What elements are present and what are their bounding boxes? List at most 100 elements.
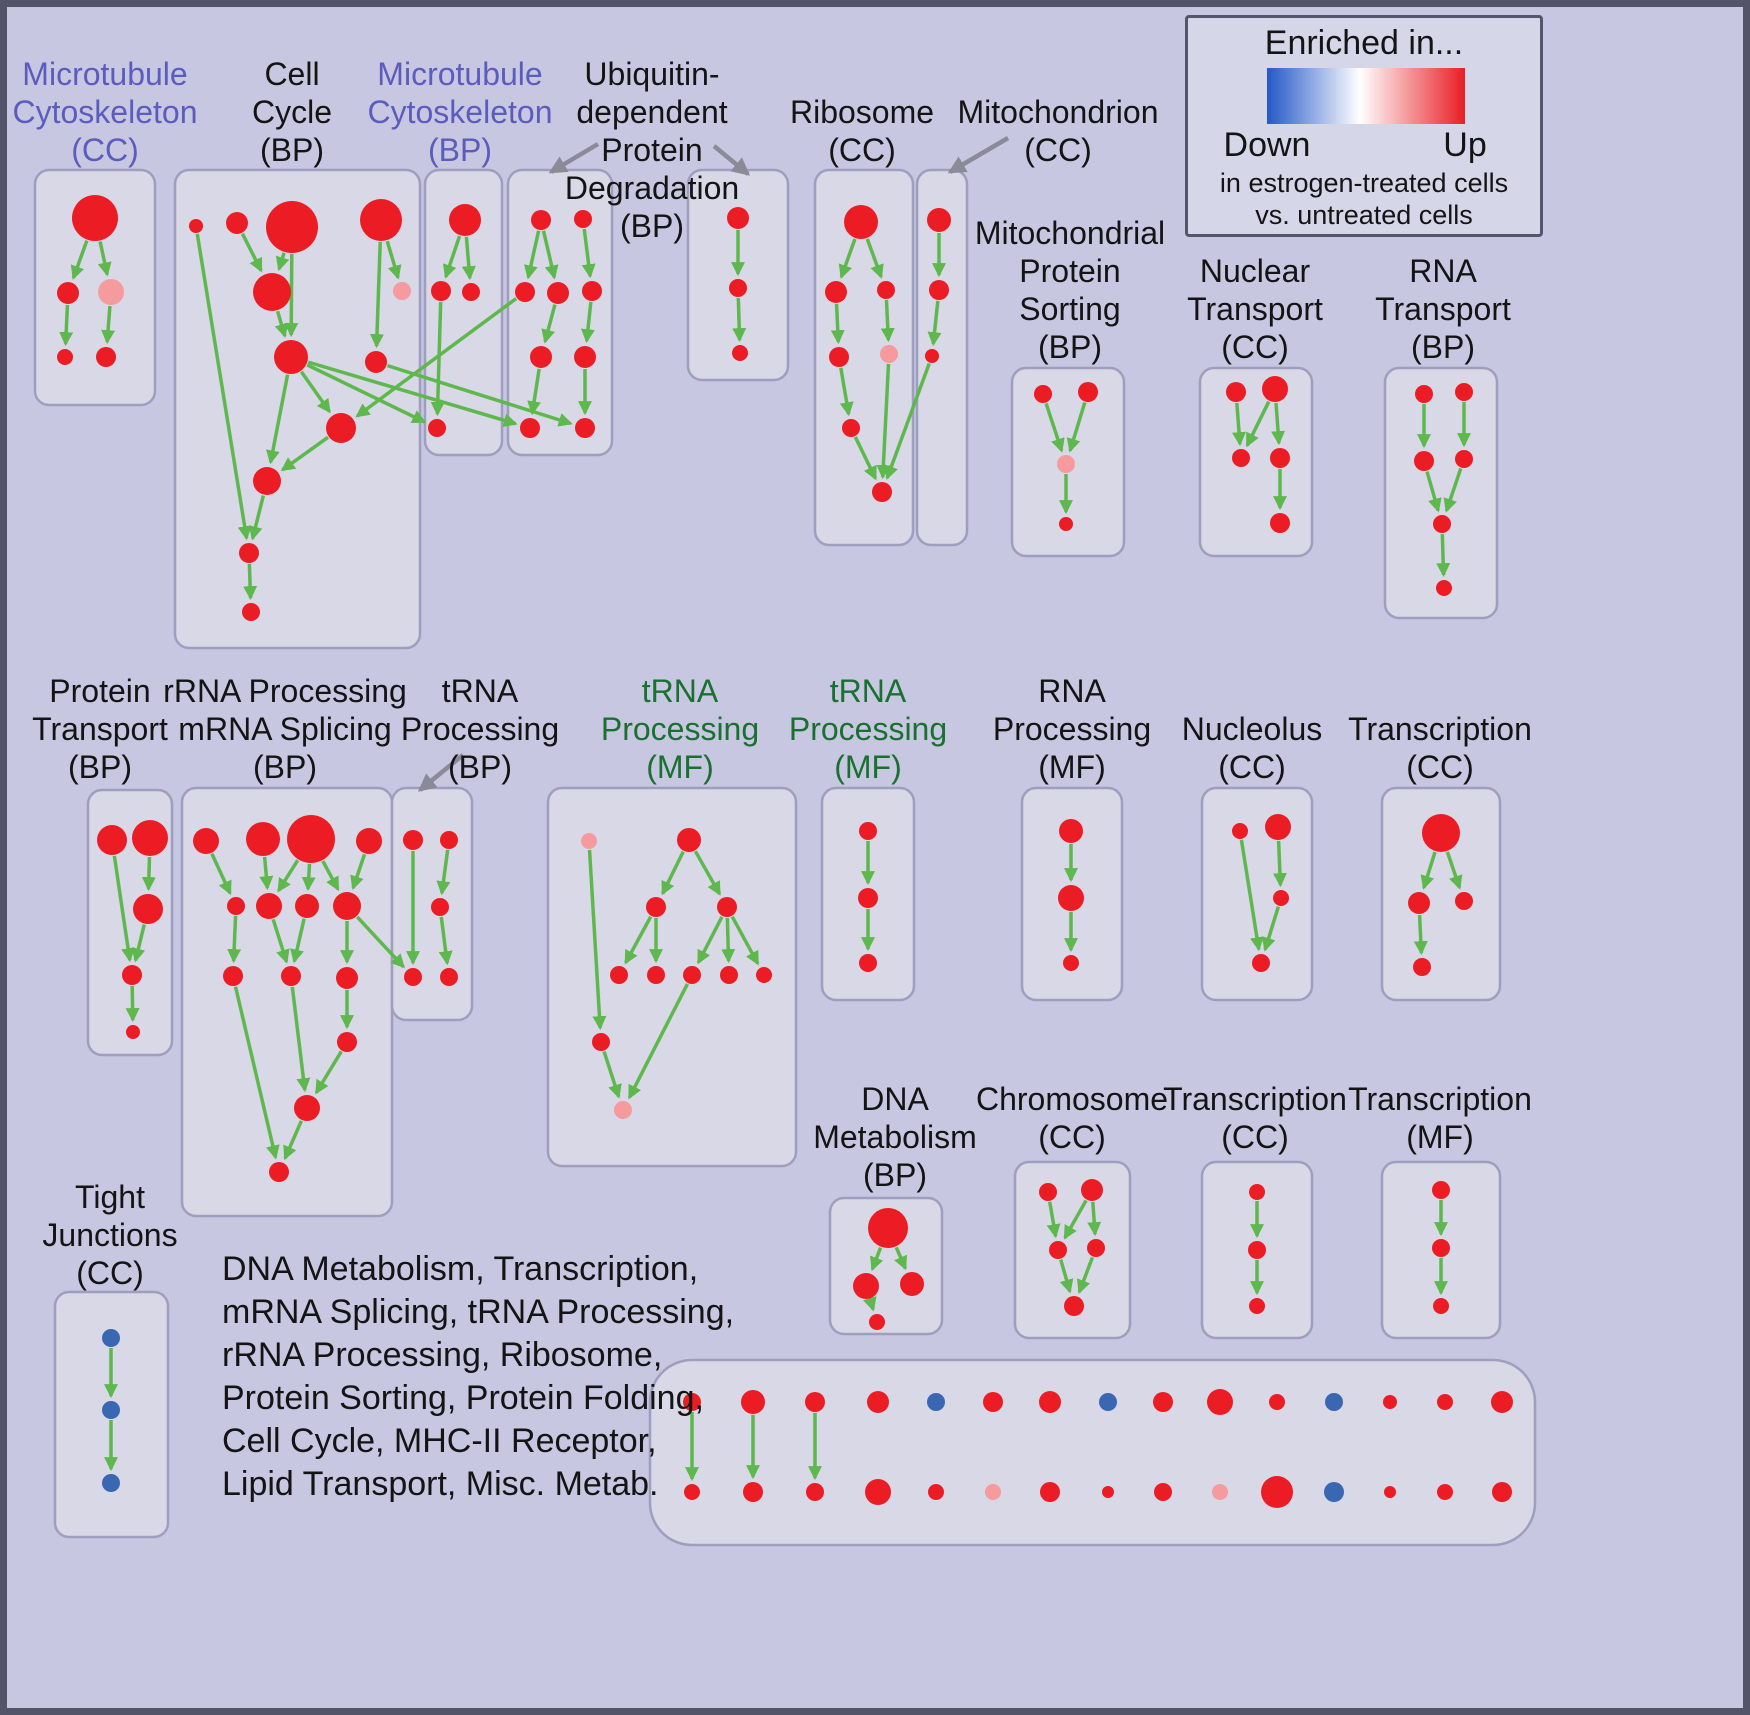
- edge-q2-q6: [259, 856, 274, 891]
- gene-node-u1: [531, 210, 551, 230]
- gene-node-cc12: [242, 603, 260, 621]
- gene-node-pt4: [122, 965, 142, 985]
- gene-node-cc11: [239, 543, 259, 563]
- edge-q9-q14: [233, 986, 280, 1160]
- edge-pt1-pt4: [112, 855, 135, 963]
- gene-node-d3: [900, 1272, 924, 1296]
- gene-node-bb7: [1040, 1482, 1060, 1502]
- edge-cc11-cc12: [243, 563, 258, 601]
- edge-q7-q10: [290, 918, 306, 964]
- edge-pt3-pt4: [131, 924, 146, 963]
- gene-node-bt6: [983, 1392, 1003, 1412]
- gene-node-bt7: [1039, 1391, 1061, 1413]
- gene-node-tm1: [1432, 1181, 1450, 1199]
- gene-node-bt10: [1207, 1389, 1233, 1415]
- gene-node-q11: [336, 967, 358, 989]
- pointer-arrows-layer: [417, 136, 1010, 792]
- gene-node-q3: [287, 815, 335, 863]
- edge-tc1-tc2: [1420, 851, 1437, 890]
- gene-node-mb3: [462, 283, 480, 301]
- edge-m1-m2: [70, 239, 89, 280]
- gene-node-bt13: [1383, 1395, 1397, 1409]
- gene-node-bb14: [1437, 1484, 1453, 1500]
- edge-r6-r7: [853, 436, 878, 481]
- gene-node-u7: [574, 346, 596, 368]
- edge-cc5-cc7: [274, 310, 289, 338]
- gene-node-x2: [858, 888, 878, 908]
- gene-node-tr2: [1248, 1241, 1266, 1259]
- edge-nt2-nt4: [1271, 402, 1286, 446]
- gene-node-mb2: [431, 281, 451, 301]
- gene-node-rt2: [1455, 383, 1473, 401]
- edge-pt2-pt3: [141, 856, 156, 892]
- gene-node-bb10: [1212, 1484, 1228, 1500]
- gene-node-s9: [756, 967, 772, 983]
- edge-s7-s11: [627, 983, 690, 1100]
- gene-node-t3: [925, 349, 939, 363]
- label-pointer-arrow-4: [417, 753, 465, 792]
- gene-node-cc10: [253, 467, 281, 495]
- gene-node-nt5: [1270, 513, 1290, 533]
- gene-node-q5: [227, 897, 245, 915]
- gene-node-v1: [727, 207, 749, 229]
- edge-u5-u7: [580, 301, 595, 344]
- gene-node-nt2: [1262, 376, 1288, 402]
- edge-m1-m3: [97, 241, 112, 277]
- gene-node-r7: [872, 482, 892, 502]
- gene-node-bt4: [867, 1391, 889, 1413]
- edge-nt1-nt3: [1232, 402, 1247, 447]
- gene-node-tc1: [1422, 814, 1460, 852]
- edge-z1-z4: [1239, 839, 1264, 952]
- gene-node-v2: [729, 279, 747, 297]
- gene-node-tm2: [1432, 1239, 1450, 1257]
- edge-ch2-ch3: [1063, 1199, 1088, 1240]
- edge-cc4-cc6: [385, 240, 402, 280]
- gene-node-s10: [592, 1033, 610, 1051]
- gene-node-u4: [547, 282, 569, 304]
- gene-node-u6: [530, 346, 552, 368]
- gene-node-v3: [732, 345, 748, 361]
- edge-q13-q14: [283, 1120, 303, 1161]
- edge-r3-r5: [880, 299, 895, 343]
- edge-q1-q5: [210, 852, 232, 896]
- edge-q4-q8: [350, 853, 367, 890]
- edge-q10-q13: [290, 986, 311, 1093]
- gene-node-tc3: [1455, 892, 1473, 910]
- gene-node-m3: [98, 279, 124, 305]
- gene-node-cc3: [266, 201, 318, 253]
- edge-cc3-cc7: [284, 253, 299, 338]
- gene-node-r6: [842, 419, 860, 437]
- gene-node-nt1: [1226, 382, 1246, 402]
- gene-node-tm3: [1433, 1298, 1449, 1314]
- gene-node-s7: [683, 966, 701, 984]
- gene-node-pt5: [126, 1025, 140, 1039]
- gene-node-u2: [574, 210, 592, 228]
- gene-node-ch4: [1087, 1239, 1105, 1257]
- edge-q3-q8: [321, 860, 340, 892]
- gene-node-p4: [1059, 517, 1073, 531]
- gene-node-r3: [877, 281, 895, 299]
- gene-node-tj3: [102, 1474, 120, 1492]
- edge-q8-w4: [355, 915, 405, 969]
- edge-z2-z3: [1272, 840, 1287, 888]
- gene-node-ch3: [1049, 1241, 1067, 1259]
- gene-node-s5: [610, 966, 628, 984]
- gene-node-w4: [404, 968, 422, 986]
- group-box-dna-metabolism-bp: [828, 1196, 944, 1336]
- gene-node-s3: [646, 897, 666, 917]
- group-box-nucleolus-cc: [1200, 786, 1314, 1002]
- edge-s3-s5: [624, 915, 653, 965]
- gene-node-m1: [72, 195, 118, 241]
- gene-node-r5: [880, 345, 898, 363]
- edge-rt4-rt5: [1443, 467, 1463, 513]
- label-pointer-arrow-3: [947, 136, 1010, 174]
- gene-node-rt1: [1415, 385, 1433, 403]
- group-box-nuclear-transport-cc: [1198, 366, 1314, 558]
- edge-z3-z4: [1261, 906, 1281, 952]
- gene-node-y2: [1058, 885, 1084, 911]
- gene-node-bt12: [1325, 1393, 1343, 1411]
- group-box-cell-cycle-bp: [173, 168, 422, 650]
- gene-node-d4: [869, 1314, 885, 1330]
- legend-title: Enriched in...: [1264, 24, 1464, 62]
